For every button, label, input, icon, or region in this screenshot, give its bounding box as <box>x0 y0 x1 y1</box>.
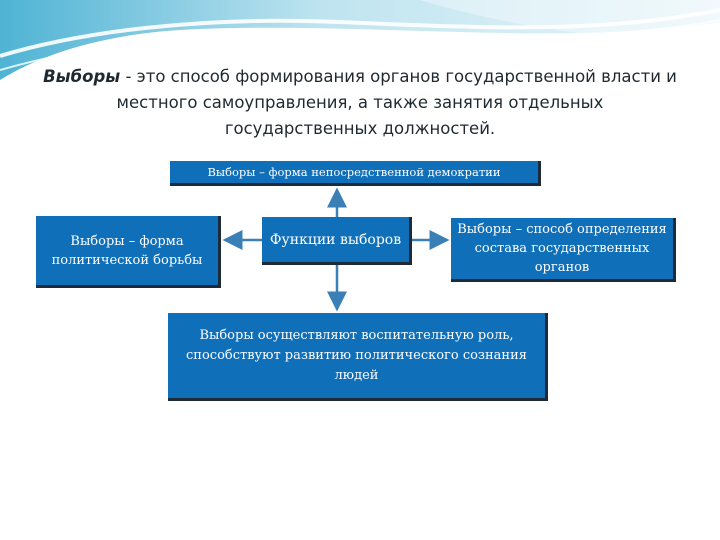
bottom-box-label: Выборы осуществляют воспитательную роль,… <box>186 327 527 383</box>
heading-definition: это способ формирования органов государс… <box>116 67 677 138</box>
top-box: Выборы – форма непосредственной демократ… <box>170 161 541 186</box>
right-box-label: Выборы – способ определения состава госу… <box>457 222 667 275</box>
heading-separator: - <box>120 67 137 86</box>
center-box: Функции выборов <box>262 217 412 265</box>
left-box-label: Выборы – форма политической борьбы <box>51 233 203 268</box>
left-box: Выборы – форма политической борьбы <box>36 216 221 288</box>
top-box-label: Выборы – форма непосредственной демократ… <box>207 165 501 179</box>
bottom-box: Выборы осуществляют воспитательную роль,… <box>168 313 548 401</box>
heading-term: Выборы <box>43 67 121 86</box>
right-box: Выборы – способ определения состава госу… <box>451 218 676 282</box>
definition-heading: Выборы - это способ формирования органов… <box>40 64 680 142</box>
center-box-label: Функции выборов <box>269 231 402 248</box>
